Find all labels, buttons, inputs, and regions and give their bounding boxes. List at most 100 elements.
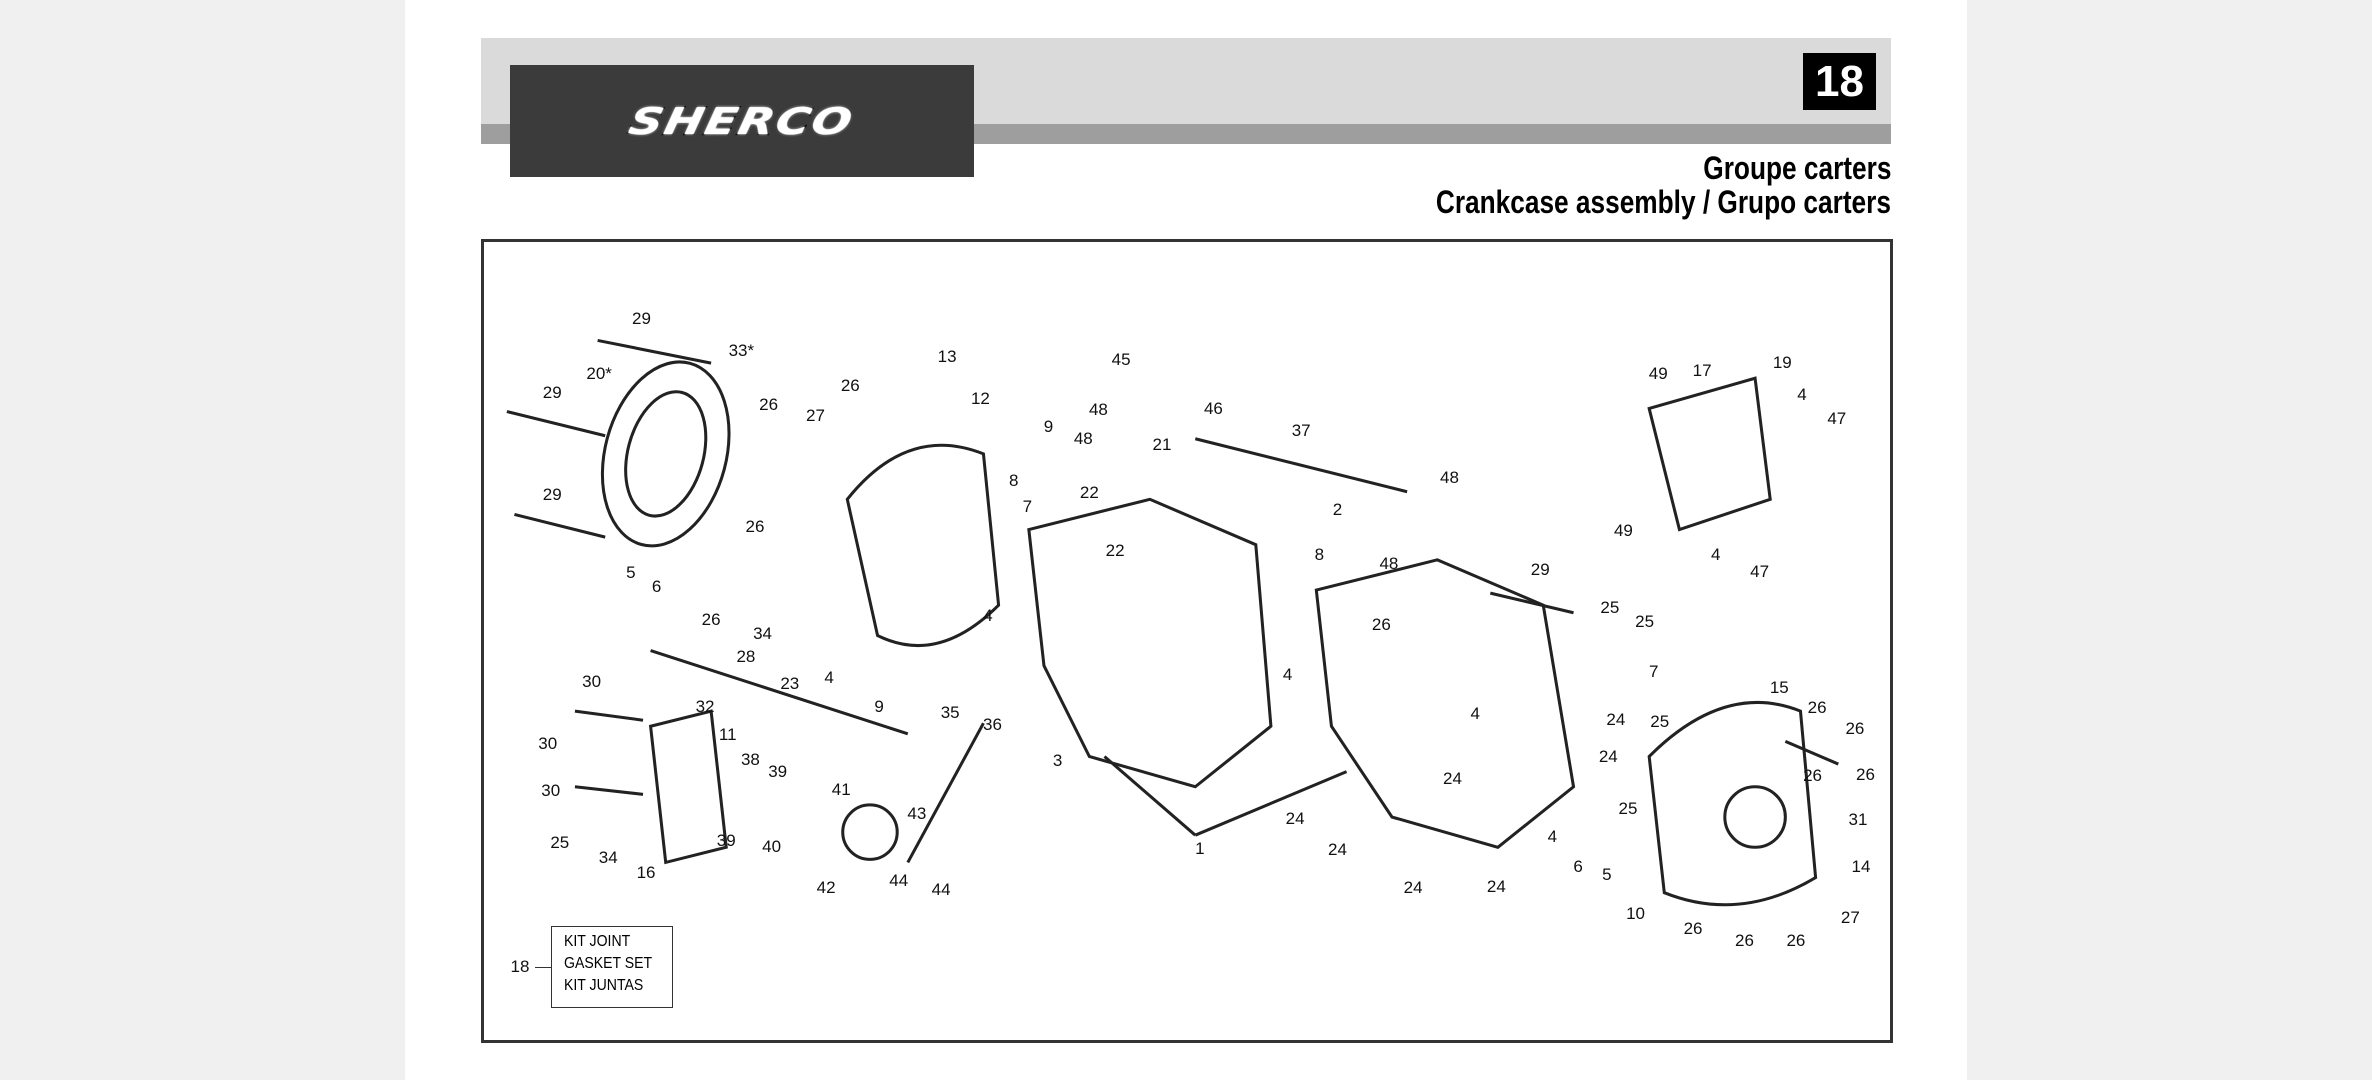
part-callout: 2 (1332, 499, 1343, 519)
left-cover (845, 443, 1001, 648)
kit-line-es: KIT JUNTAS (564, 977, 644, 994)
part-callout: 39 (768, 761, 788, 781)
part-callout: 26 (1683, 918, 1703, 938)
part-callout: 9 (874, 696, 884, 716)
part-callout: 8 (1314, 545, 1325, 565)
part-callout: 4 (983, 605, 993, 625)
part-callout: 25 (550, 832, 570, 852)
kit-line-en: GASKET SET (564, 955, 653, 972)
part-callout: 27 (1840, 908, 1860, 928)
part-callout: 49 (1613, 521, 1633, 541)
part-callout: 37 (1291, 421, 1311, 441)
part-callout: 22 (1079, 483, 1099, 503)
part-callout: 48 (1073, 428, 1093, 448)
gear (841, 803, 899, 861)
sherco-logo: SHERCO (510, 65, 974, 177)
part-callout: 26 (1803, 766, 1823, 786)
part-callout: 45 (1111, 350, 1131, 370)
part-callout: 4 (1547, 826, 1558, 846)
part-callout: 9 (1043, 416, 1054, 436)
part-callout: 4 (1470, 704, 1480, 724)
part-callout: 17 (1692, 360, 1712, 380)
gasket-kit-box: KIT JOINT GASKET SET KIT JUNTAS (551, 926, 673, 1008)
part-callout: 30 (582, 672, 602, 692)
part-callout: 4 (824, 667, 834, 687)
part-callout: 4 (1797, 384, 1807, 404)
part-callout: 24 (1443, 769, 1462, 789)
part-callout: 42 (816, 878, 836, 898)
part-callout: 29 (542, 484, 562, 504)
part-callout: 5 (1602, 864, 1612, 884)
part-callout: 34 (598, 847, 618, 867)
page-number: 18 (1803, 53, 1876, 110)
part-callout: 7 (1648, 661, 1659, 681)
part-callout: 32 (695, 696, 715, 716)
part-callout: 41 (831, 779, 851, 799)
part-callout: 26 (1786, 931, 1806, 951)
part-callout: 34 (753, 623, 773, 643)
part-callout: 27 (806, 406, 825, 426)
part-callout: 25 (1635, 611, 1655, 631)
part-callout: 48 (1439, 468, 1459, 488)
part-callout: 28 (736, 646, 756, 666)
title-french: Groupe carters (1702, 150, 1891, 186)
part-callout: 48 (1379, 554, 1399, 574)
part-callout: 13 (937, 347, 957, 367)
part-callout: 35 (940, 702, 960, 722)
water-pump-cover (648, 709, 728, 865)
part-callout: 15 (1769, 678, 1789, 698)
part-callout: 19 (1772, 353, 1792, 373)
part-callout: 29 (542, 383, 562, 403)
diagram-frame (481, 239, 1893, 1043)
part-callout: 49 (1648, 363, 1668, 383)
part-callout: 48 (1088, 400, 1108, 420)
clutch-cover (600, 360, 731, 548)
part-callout: 31 (1848, 810, 1868, 830)
left-crankcase (1027, 497, 1273, 789)
part-callout: 7 (1022, 496, 1033, 516)
part-callout: 26 (1845, 719, 1865, 739)
part-callout: 12 (970, 389, 990, 409)
kit-ref-number: 18 (510, 957, 530, 976)
part-callout: 29 (632, 309, 651, 329)
part-callout: 47 (1750, 561, 1770, 581)
part-callout: 26 (1371, 614, 1391, 634)
part-callout: 26 (745, 516, 765, 536)
part-callout: 6 (1573, 856, 1583, 876)
kit-leader-line (535, 967, 551, 968)
kit-line-fr: KIT JOINT (564, 933, 631, 950)
small-cover (1647, 376, 1772, 532)
part-callout: 26 (1807, 698, 1827, 718)
part-callout: 25 (1618, 799, 1638, 819)
part-callout: 23 (780, 673, 800, 693)
part-callout: 11 (718, 725, 737, 745)
part-callout: 8 (1008, 471, 1019, 491)
part-callout: 26 (701, 610, 721, 630)
part-callout: 40 (762, 837, 782, 857)
title-english-spanish: Crankcase assembly / Grupo carters (1435, 184, 1891, 220)
part-callout: 33* (728, 341, 755, 361)
part-callout: 47 (1827, 409, 1847, 429)
ignition-cover (1647, 700, 1818, 907)
part-callout: 24 (1328, 840, 1347, 860)
part-callout: 24 (1285, 808, 1305, 828)
part-callout: 44 (931, 879, 951, 899)
part-callout: 25 (1650, 711, 1670, 731)
part-callout: 21 (1152, 434, 1172, 454)
part-callout: 44 (889, 870, 909, 890)
part-callout: 36 (983, 714, 1002, 734)
part-callout: 46 (1203, 398, 1223, 418)
part-callout: 30 (538, 734, 558, 754)
part-callout: 26 (759, 395, 779, 415)
part-callout: 6 (651, 577, 662, 597)
part-callout: 26 (1735, 931, 1754, 951)
part-callout: 39 (716, 831, 736, 851)
part-callout: 24 (1598, 746, 1618, 766)
part-callout: 24 (1486, 876, 1506, 896)
part-callout: 22 (1105, 540, 1125, 560)
right-crankcase (1314, 558, 1576, 849)
part-callout: 24 (1403, 878, 1423, 898)
part-callout: 1 (1195, 838, 1205, 858)
part-callout: 26 (1856, 764, 1875, 784)
